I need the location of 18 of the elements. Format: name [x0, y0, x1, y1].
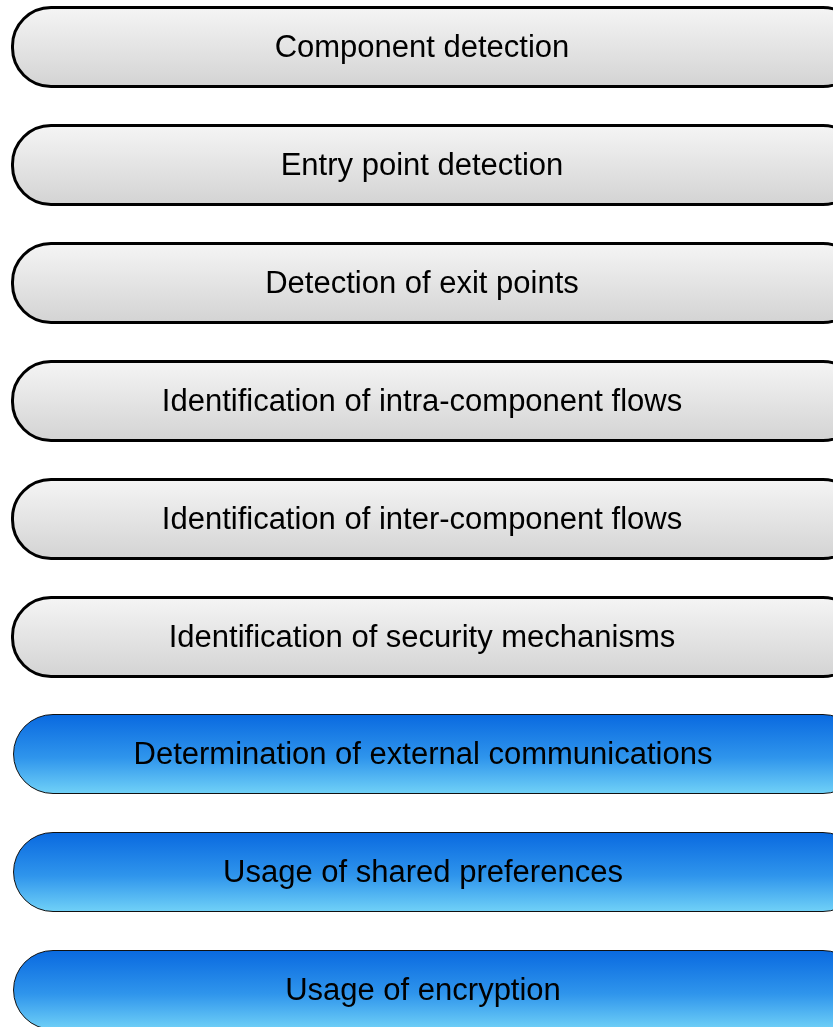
process-box — [11, 6, 833, 88]
step-label: Component detection — [274, 29, 570, 65]
process-box — [13, 714, 833, 794]
process-box — [11, 242, 833, 324]
process-box — [11, 360, 833, 442]
step-label: Identification of intra-component flows — [161, 383, 683, 419]
process-box — [11, 596, 833, 678]
step-label: Detection of exit points — [265, 265, 579, 301]
process-box — [13, 950, 833, 1027]
step-label: Entry point detection — [280, 147, 564, 183]
step-label: Identification of inter-component flows — [161, 501, 683, 537]
step-label: Usage of shared preferences — [223, 854, 623, 890]
step-label: Determination of external communications — [133, 736, 713, 772]
step-label: Usage of encryption — [285, 972, 561, 1008]
process-box — [13, 832, 833, 912]
process-box — [11, 124, 833, 206]
step-label: Identification of security mechanisms — [168, 619, 676, 655]
process-box — [11, 478, 833, 560]
